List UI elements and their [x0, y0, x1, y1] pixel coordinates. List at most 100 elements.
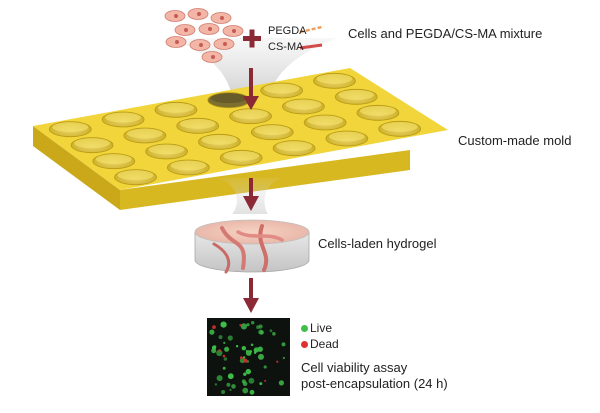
mold-well: [48, 121, 92, 138]
live-cell-dot: [223, 357, 228, 361]
cell-icon: [222, 25, 244, 37]
live-cell-dot: [259, 382, 263, 386]
csma-bar-icon: [299, 43, 323, 50]
mold-well: [272, 140, 316, 157]
plus-icon: [243, 29, 261, 48]
dead-cell-dot: [239, 356, 243, 360]
live-cell-dot: [209, 329, 215, 335]
live-cell-dot: [239, 358, 245, 364]
live-cell-dot: [258, 353, 264, 360]
mold-well: [229, 108, 272, 125]
mold-well: [303, 114, 347, 131]
live-cell-dot: [282, 356, 285, 360]
cell-icon: [210, 12, 232, 24]
live-cell-dot: [242, 387, 249, 394]
live-cell-dot: [240, 323, 247, 330]
mold-well: [281, 98, 325, 115]
dead-cell-dot: [218, 349, 221, 352]
cell-icon: [198, 23, 220, 35]
live-cell-dot: [227, 335, 233, 341]
dead-dot-icon: [301, 341, 308, 348]
viability-micrograph: [207, 318, 290, 396]
csma-label: CS-MA: [268, 41, 304, 53]
hydrogel-label: Cells-laden hydrogel: [318, 236, 437, 251]
dead-cell-dot: [212, 325, 216, 329]
assay-label-line1: Cell viability assay: [301, 360, 408, 375]
cell-icon: [165, 36, 187, 48]
down-arrow-icon: [243, 68, 259, 110]
mold-well: [114, 169, 157, 186]
live-cell-dot: [214, 383, 218, 386]
mold-side-left: [33, 126, 120, 210]
live-cell-dot: [223, 341, 226, 344]
live-dot-icon: [301, 325, 308, 332]
live-cell-dot: [216, 375, 223, 382]
mold-well: [198, 133, 241, 150]
down-arrow-icon: [243, 278, 259, 313]
live-cell-dot: [245, 350, 252, 356]
legend-live-label: Live: [310, 321, 333, 335]
mold-wells: [48, 72, 422, 186]
mold-well: [176, 117, 220, 134]
legend-dead: Dead: [301, 337, 339, 351]
mold-well: [166, 159, 210, 176]
live-cell-dot: [229, 388, 232, 391]
live-cell-dot: [246, 323, 250, 327]
dead-cell-dot: [239, 324, 242, 327]
live-cell-dot: [245, 368, 251, 375]
live-cell-dot: [250, 343, 254, 347]
live-cell-dot: [227, 373, 234, 380]
live-cell-dot: [241, 346, 246, 351]
live-cell-dot: [212, 345, 216, 350]
legend-live: Live: [301, 321, 332, 335]
mold-well: [250, 124, 294, 141]
live-cell-dot: [243, 372, 247, 376]
mold-well: [260, 82, 304, 99]
mold-well: [123, 127, 167, 144]
pegda-dash-icon: [299, 25, 323, 34]
live-cell-dot: [249, 389, 255, 395]
mold-well: [154, 101, 198, 118]
dead-cell-dot: [264, 379, 267, 382]
live-cell-dot: [218, 335, 223, 340]
live-cell-dot: [216, 349, 223, 357]
mold-well: [219, 149, 263, 166]
live-cell-dot: [242, 381, 248, 387]
live-cell-dot: [224, 346, 230, 352]
mold-well: [356, 104, 400, 121]
live-cell-dot: [272, 332, 276, 336]
live-cell-dot: [269, 329, 273, 333]
pegda-label: PEGDA: [268, 25, 307, 37]
live-cell-dot: [263, 365, 267, 369]
live-cell-dot: [281, 342, 286, 347]
cell-icon: [189, 39, 211, 51]
live-cell-dot: [211, 348, 217, 354]
live-cell-dot: [221, 390, 226, 394]
live-cell-dot: [278, 380, 284, 386]
mold-well-center: [207, 92, 251, 109]
cell-icon: [174, 24, 196, 36]
mixture-label: Cells and PEGDA/CS-MA mixture: [348, 26, 543, 41]
custom-mold: [33, 68, 448, 210]
mold-well: [378, 120, 422, 137]
legend-dead-label: Dead: [310, 337, 339, 351]
live-cell-dot: [226, 382, 231, 387]
live-cell-dot: [242, 356, 246, 359]
cell-icon: [201, 51, 223, 63]
mold-well: [70, 137, 114, 154]
dead-cell-dot: [276, 360, 279, 363]
live-cell-dot: [256, 325, 260, 330]
live-cell-dot: [248, 377, 255, 384]
live-cell-dot: [231, 384, 236, 389]
mold-well: [145, 143, 189, 160]
cells-cluster: [164, 8, 244, 63]
mold-well: [101, 111, 145, 128]
live-cell-dot: [221, 322, 225, 325]
cells-laden-hydrogel: [194, 219, 310, 274]
mold-well: [334, 88, 378, 105]
live-cell-dot: [253, 351, 257, 354]
assay-label: Cell viability assay post-encapsulation …: [301, 360, 448, 392]
mold-well: [313, 72, 356, 89]
